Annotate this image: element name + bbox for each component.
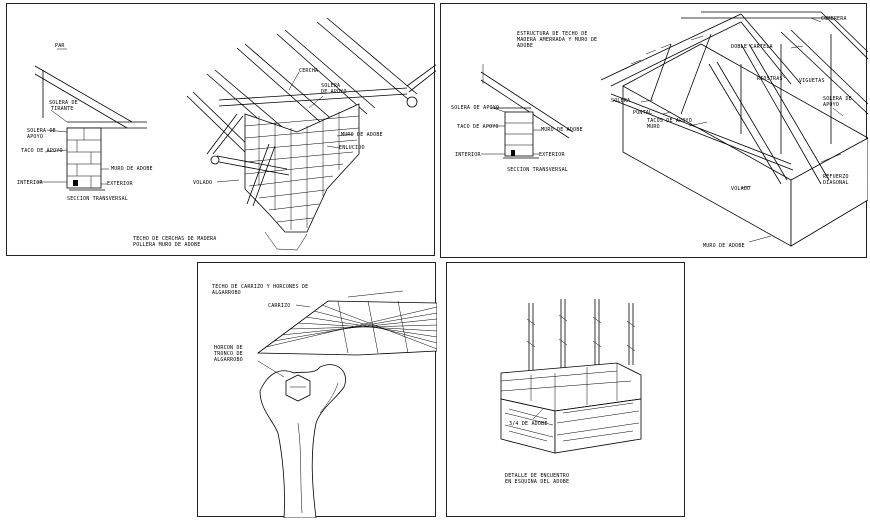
corner-detail-drawing: 3/4 DE ADOBE DETALLE DE ENCUENTRO EN ESQ… <box>500 299 642 485</box>
panel-reed-roof: TECHO DE CARRIZO Y HORCONES DE ALGARROBO… <box>197 262 437 518</box>
roof-perspective: CUMBRERA DOBLE CARTELA RIOSTRAS VIGUETAS… <box>600 11 868 249</box>
label-enlucido: ENLUCIDO <box>339 145 365 151</box>
label-volado: VOLADO <box>731 186 750 192</box>
truss-drawing: PAR SOLERA DE TIRANTE SOLERA DE APOYO TA… <box>17 17 436 251</box>
reed-mat <box>256 290 437 356</box>
label-tirante-2: TIRANTE <box>51 106 73 112</box>
label-riostras: RIOSTRAS <box>757 76 783 82</box>
label-muro-adobe: MURO DE ADOBE <box>111 166 153 172</box>
label-solera-apoyo-1: SOLERA DE <box>27 128 56 134</box>
panel-timber-roof-structure: ESTRUCTURA DE TECHO DE MADERA AMERRADA Y… <box>440 3 868 258</box>
adobe-corner-block <box>500 362 642 454</box>
label-solera-apoyo-1: SOLERA DE <box>823 96 852 102</box>
caption-line-1: TECHO DE CERCHAS DE MADERA <box>133 236 216 242</box>
label-refuerzo-2: DIAGONAL <box>823 180 849 186</box>
label-adobe-fraction: 3/4 DE ADOBE <box>509 421 548 427</box>
label-seccion-transversal: SECCION TRANSVERSAL <box>67 196 128 202</box>
label-solera-apoyo-2: APOYO <box>27 134 43 140</box>
panel-adobe-roof-truss: PAR SOLERA DE TIRANTE SOLERA DE APOYO TA… <box>6 3 436 256</box>
label-horcon-2: TRONCO DE <box>214 351 243 357</box>
label-muro-adobe-2: MURO DE ADOBE <box>341 132 383 138</box>
label-small-interior: INTERIOR <box>455 152 481 158</box>
adobe-brick-courses <box>244 112 360 230</box>
small-section-sketch: SOLERA DE APOYO TACO DE APOYO MURO DE AD… <box>451 64 583 173</box>
label-par: PAR <box>55 43 65 49</box>
label-tacos-1: TACOS DE APOYO <box>647 118 692 124</box>
label-refuerzo-1: REFUERZO <box>823 174 849 180</box>
algarrobo-trunk <box>257 360 346 518</box>
label-doble-cartela: DOBLE CARTELA <box>731 44 773 50</box>
label-solera: SOLERA <box>611 98 630 104</box>
label-small-muro: MURO DE ADOBE <box>541 127 583 133</box>
caption-line-2: POLLERA MURO DE ADOBE <box>133 242 200 248</box>
label-small-taco: TACO DE APOYO <box>457 124 499 130</box>
label-exterior: EXTERIOR <box>107 181 133 187</box>
title-line-1: TECHO DE CARRIZO Y HORCONES DE <box>212 284 308 290</box>
label-solera-2: DE APOYO <box>321 89 347 95</box>
label-puntal: PUNTAL <box>633 110 652 116</box>
label-tirante-1: SOLERA DE <box>49 100 78 106</box>
title-line-1: ESTRUCTURA DE TECHO DE <box>517 31 588 37</box>
label-solera-1: SOLERA <box>321 83 340 89</box>
label-muro-adobe: MURO DE ADOBE <box>703 243 745 249</box>
label-taco-apoyo: TACO DE APOYO <box>21 148 63 154</box>
reed-roof-drawing: TECHO DE CARRIZO Y HORCONES DE ALGARROBO… <box>212 284 437 518</box>
label-small-seccion: SECCION TRANSVERSAL <box>507 167 568 173</box>
label-horcon-3: ALGARROBO <box>214 357 243 363</box>
truss-perspective: CERCHA SOLERA DE APOYO MURO DE ADOBE ENL… <box>186 17 436 251</box>
roof-structure-drawing: ESTRUCTURA DE TECHO DE MADERA AMERRADA Y… <box>451 11 868 249</box>
caption-line-2: EN ESQUINA DEL ADOBE <box>505 479 569 485</box>
reed-posts <box>526 299 636 373</box>
label-volado: VOLADO <box>193 180 212 186</box>
label-cercha: CERCHA <box>299 68 318 74</box>
caption-line-1: DETALLE DE ENCUENTRO <box>505 473 569 479</box>
title-line-2: MADERA AMERRADA Y MURO DE <box>517 37 597 43</box>
title-line-2: ALGARROBO <box>212 290 241 296</box>
label-cumbrera: CUMBRERA <box>821 16 847 22</box>
label-small-solera: SOLERA DE APOYO <box>451 105 499 111</box>
label-solera-apoyo-2: APOYO <box>823 102 839 108</box>
label-carrizo: CARRIZO <box>268 303 290 309</box>
label-tacos-2: MURO <box>647 124 660 130</box>
label-horcon-1: HORCON DE <box>214 345 243 351</box>
label-small-exterior: EXTERIOR <box>539 152 565 158</box>
small-section-sketch: PAR SOLERA DE TIRANTE SOLERA DE APOYO TA… <box>17 43 153 202</box>
panel-adobe-corner-detail: 3/4 DE ADOBE DETALLE DE ENCUENTRO EN ESQ… <box>446 262 685 517</box>
label-interior: INTERIOR <box>17 180 43 186</box>
label-viguetas: VIGUETAS <box>799 78 825 84</box>
title-line-3: ADOBE <box>517 43 533 49</box>
